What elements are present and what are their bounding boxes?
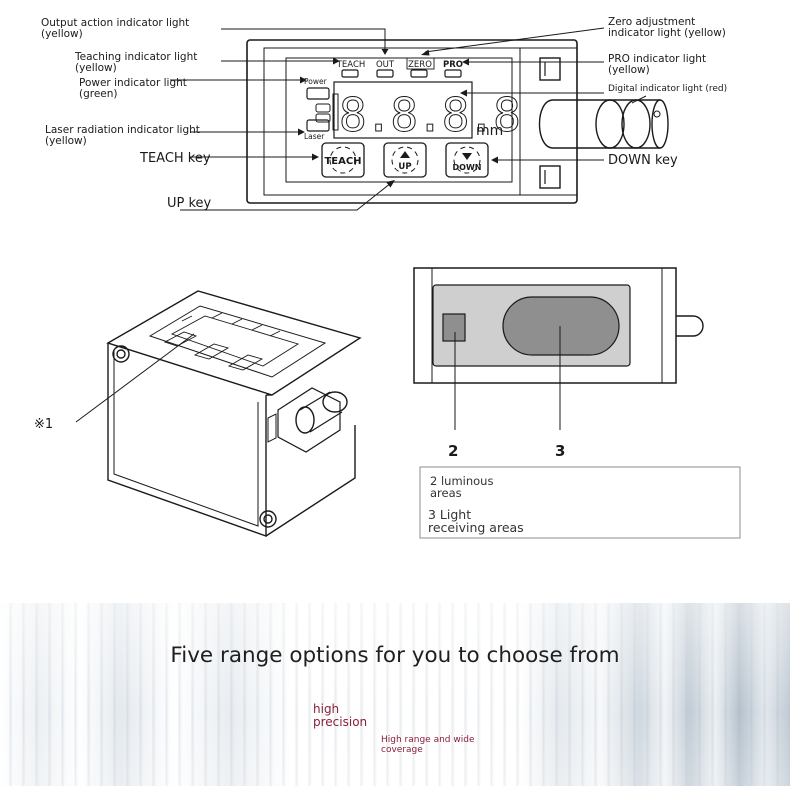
cable-ring-2 bbox=[621, 99, 651, 149]
light-receiving-area bbox=[502, 296, 620, 356]
legend-item-luminous: 2 luminous areas bbox=[430, 474, 497, 500]
side-slot-top bbox=[539, 57, 561, 81]
panel-face bbox=[285, 57, 513, 183]
callout-output-light: Output action indicator light (yellow) bbox=[41, 17, 193, 40]
high-precision-label: high precision bbox=[313, 702, 368, 729]
panel-frame bbox=[263, 47, 521, 196]
panel-teach-label: TEACH bbox=[336, 60, 366, 70]
callout-laser-light: Laser radiation indicator light (yellow) bbox=[45, 124, 203, 147]
up-arrow-icon bbox=[400, 151, 410, 158]
teach-key[interactable] bbox=[321, 142, 365, 178]
banner-fade bbox=[0, 603, 790, 786]
legend-box bbox=[419, 466, 741, 539]
teach-key-label: TEACH bbox=[324, 156, 361, 167]
sensor-housing bbox=[246, 39, 578, 204]
label-num-2: 2 bbox=[448, 442, 458, 460]
isometric-sensor-diagram bbox=[75, 290, 362, 537]
cable-end bbox=[651, 99, 669, 149]
lens-connector bbox=[676, 315, 704, 337]
callout-up-key: UP key bbox=[167, 196, 212, 211]
callout-zero-light: Zero adjustment indicator light (yellow) bbox=[608, 16, 726, 39]
legend-text: 2 luminous areas 3 Light receiving areas bbox=[428, 474, 524, 535]
sensor-front-face bbox=[107, 343, 267, 537]
lens-view-diagram bbox=[413, 267, 741, 539]
power-indicator-lamp bbox=[306, 87, 330, 100]
unit-label: mm bbox=[476, 123, 503, 139]
down-arrow-icon bbox=[462, 153, 472, 160]
panel-labels: TEACH OUT ZERO PRO Power Laser 8.8.8.8 m… bbox=[304, 57, 521, 172]
cable-ring bbox=[595, 99, 625, 149]
up-key[interactable] bbox=[383, 142, 427, 178]
zero-indicator-lamp bbox=[410, 69, 428, 78]
panel-power-label: Power bbox=[304, 77, 328, 86]
range-banner: Five range options for you to choose fro… bbox=[0, 603, 790, 786]
leader-lines bbox=[170, 27, 605, 211]
callout-power-light: Power indicator light (green) bbox=[79, 77, 190, 100]
sensor-top-face bbox=[106, 290, 362, 396]
callout-teaching-light: Teaching indicator light (yellow) bbox=[74, 51, 201, 74]
front-panel-diagram bbox=[246, 39, 669, 204]
out-indicator-lamp bbox=[376, 69, 394, 78]
legend-item-receiving: 3 Light receiving areas bbox=[428, 507, 524, 535]
down-key-label: DOWN bbox=[453, 163, 482, 172]
panel-out-label: OUT bbox=[376, 60, 395, 70]
marker-1: ※1 bbox=[34, 417, 53, 432]
pro-indicator-lamp bbox=[444, 69, 462, 78]
panel-zero-label: ZERO bbox=[408, 60, 432, 70]
laser-indicator-lamp bbox=[306, 119, 330, 132]
digital-display bbox=[333, 81, 473, 139]
callout-digital-light: Digital indicator light (red) bbox=[608, 84, 727, 94]
callout-down-key: DOWN key bbox=[608, 153, 678, 168]
label-num-3: 3 bbox=[555, 442, 565, 460]
callout-pro-light: PRO indicator light (yellow) bbox=[608, 53, 709, 76]
panel-laser-label: Laser bbox=[304, 132, 325, 141]
side-slot-bottom bbox=[539, 165, 561, 189]
digit-readout: 8.8.8.8 bbox=[339, 88, 519, 142]
callout-teach-key: TEACH key bbox=[139, 151, 211, 166]
banner-title: Five range options for you to choose fro… bbox=[170, 643, 620, 668]
sensor-face-outline bbox=[413, 267, 677, 384]
callout-labels: Output action indicator light (yellow) T… bbox=[41, 16, 727, 211]
diagram-canvas: TEACH OUT ZERO PRO Power Laser 8.8.8.8 m… bbox=[34, 16, 741, 539]
sensor-side-face bbox=[265, 425, 356, 537]
down-key[interactable] bbox=[445, 142, 489, 178]
high-range-label: High range and wide coverage bbox=[381, 735, 475, 755]
panel-pro-label: PRO bbox=[443, 60, 463, 70]
teach-indicator-lamp bbox=[341, 69, 359, 78]
up-key-label: UP bbox=[398, 162, 411, 172]
luminous-area bbox=[442, 313, 466, 342]
